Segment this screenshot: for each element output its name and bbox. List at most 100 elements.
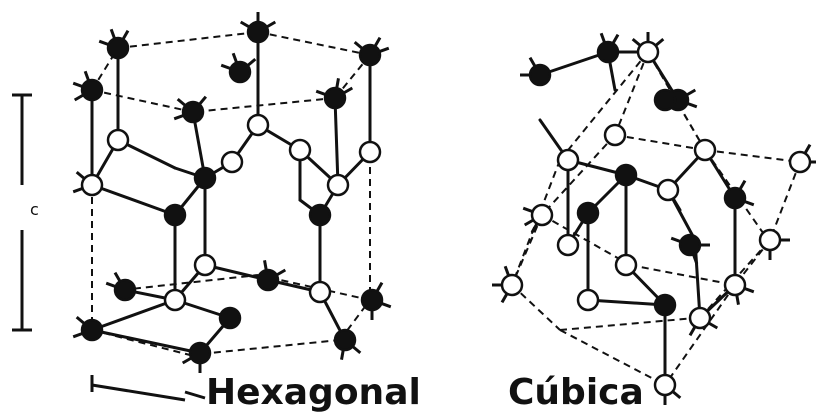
hexagonal-atom [173,95,208,124]
filled-atom [163,203,187,227]
cubic-atom [653,293,677,317]
cubic-inner-edge [614,134,706,151]
open-atom [723,273,747,297]
top-hexagon-edge [192,97,336,113]
cubic-back-edge [769,161,801,241]
bottom-front-edge [189,339,341,356]
filled-atom [228,60,252,84]
dimension-markers [12,93,206,402]
cubic-atom [576,201,600,225]
filled-atom [218,306,242,330]
open-atom [220,150,244,174]
hexagonal-atom [220,150,244,174]
hexagonal-atom [308,280,332,304]
cubic-atom [653,88,677,112]
filled-atom [113,278,137,302]
open-atom [656,178,680,202]
filled-atom [193,166,217,190]
filled-atom [596,40,620,64]
hexagonal-atom [72,315,104,342]
open-atom [614,253,638,277]
open-atom [693,138,717,162]
bottom-back-edge [121,274,259,291]
filled-atom [80,78,104,102]
bottom-front-edge [91,329,191,356]
open-atom [603,123,627,147]
open-atom [326,173,350,197]
open-atom [500,273,524,297]
filled-atom [653,88,677,112]
cubic-front-edge [559,329,666,386]
filled-atom [576,201,600,225]
cubic-back-edge [704,149,801,163]
hexagonal-atom [163,288,187,312]
filled-atom [308,203,332,227]
hexagonal-atom [333,328,362,360]
hexagonal-atom [256,260,287,292]
hexagonal-atom [98,28,130,60]
hexagonal-atom [308,203,332,227]
hexagonal-bond [333,96,340,187]
hexagonal-atom [193,253,217,277]
cubic-inner-edge [559,317,696,331]
cubic-atom [653,373,682,405]
filled-atom [614,163,638,187]
hexagonal-atom [72,170,104,197]
cubic-atom [788,143,816,174]
filled-atom [188,341,212,365]
filled-atom [181,100,205,124]
a-dimension-cap [184,390,206,400]
hexagonal-bonds [90,30,372,355]
hexagonal-caption: Hexagonal [206,372,421,413]
cubic-atom [670,233,710,265]
open-atom [556,148,580,172]
filled-atom [323,86,347,110]
hexagonal-bond [90,298,177,332]
hexagonal-atom [105,271,137,302]
cubic-atom [688,306,719,337]
open-atom [758,228,782,252]
cubic-front-edge [511,284,561,331]
cubic-atom [614,253,638,277]
hexagonal-atom [220,52,257,84]
cubic-caption: Cúbica [508,372,644,413]
cubic-atom [758,228,790,260]
filled-atom [528,63,552,87]
cubic-atom [556,233,580,257]
filled-atom [723,186,747,210]
cubic-atom [603,123,627,147]
open-atom [576,288,600,312]
hexagonal-atom [353,36,390,67]
cubic-back-edge [664,284,736,386]
filled-atom [106,36,130,60]
open-atom [246,113,270,137]
cubic-atom [576,288,600,312]
cubic-atom [723,179,755,210]
hexagonal-atom [218,306,242,330]
open-atom [653,373,677,397]
a-dimension-line [91,383,186,402]
cubic-atom [522,203,554,234]
hexagonal-atom [72,70,104,102]
open-atom [688,306,712,330]
cubic-bond [538,50,610,77]
hexagonal-atom [193,166,217,190]
hexagonal-atom [163,203,187,227]
top-hexagon-edge [117,31,259,49]
atoms [72,12,816,405]
hexagonal-atom [246,113,270,137]
cubic-atom [723,273,755,305]
cubic-inner-edge [614,51,649,136]
cubic-atom [520,56,552,87]
cubic-atom [596,32,620,64]
hexagonal-atom [326,173,350,197]
cubic-inner-edge [541,134,616,216]
open-atom [358,140,382,164]
hexagonal-atom [239,12,277,44]
hexagonal-atom [181,341,212,373]
cubic-atom [492,265,524,304]
filled-atom [653,293,677,317]
hexagonal-atom [358,140,382,164]
open-atom [288,138,312,162]
filled-atom [80,318,104,342]
